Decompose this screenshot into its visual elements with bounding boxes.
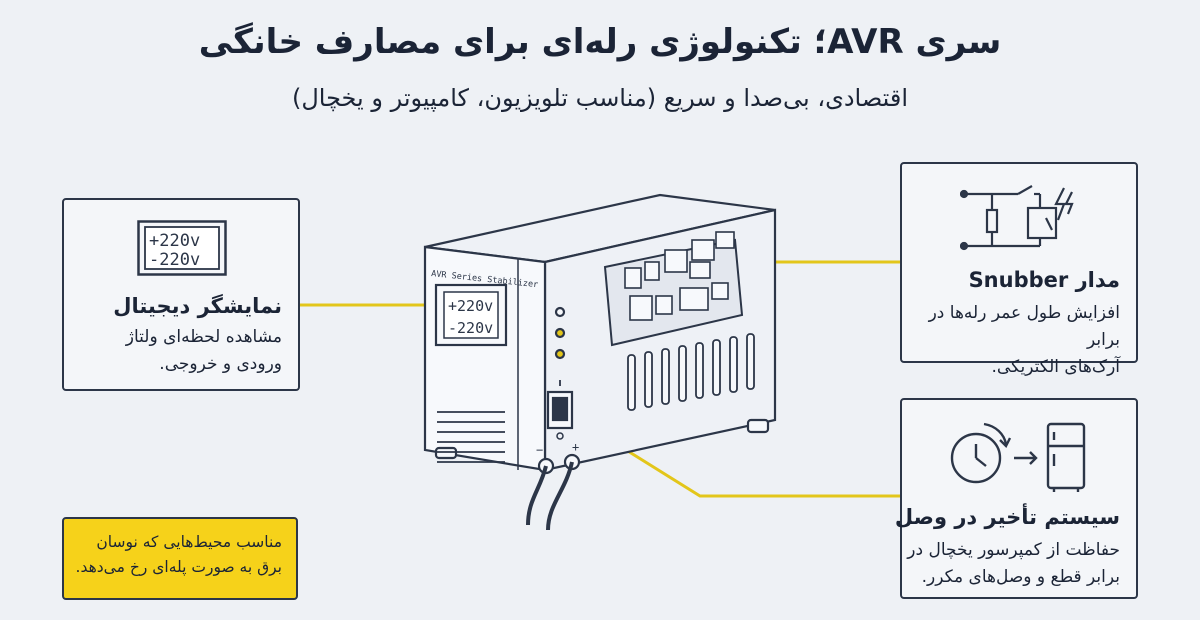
led-2 <box>554 327 566 339</box>
callout-display-body: مشاهده لحظه‌ای ولتاژ ورودی و خروجی. <box>126 324 282 378</box>
note-line-1: مناسب محیط‌هایی که نوسان <box>96 533 282 551</box>
power-cable <box>526 461 574 531</box>
callout-snubber-line-2: آرک‌های الکتریکی. <box>991 357 1121 377</box>
callout-snubber: مدار Snubber افزایش طول عمر رله‌ها در بر… <box>900 162 1138 377</box>
side-vents <box>627 333 755 411</box>
callout-delay-system: سیستم تأخیر در وصل حفاظت از کمپرسور یخچا… <box>895 398 1138 599</box>
icon-display-top: +220v <box>149 231 200 251</box>
relay-components <box>624 231 735 321</box>
note-line-2: برق به صورت پله‌ای رخ می‌دهد. <box>75 558 282 576</box>
callout-display-title: نمایشگر دیجیتال <box>113 294 282 318</box>
callout-snubber-line-1: افزایش طول عمر رله‌ها در برابر <box>928 303 1120 350</box>
stabilizer-device <box>423 193 777 531</box>
device-display-top: +220v <box>448 297 493 315</box>
device-display-bottom: -220v <box>448 319 493 337</box>
callout-display-line-2: ورودی و خروجی. <box>159 354 282 374</box>
callout-digital-display: +220v -220v نمایشگر دیجیتال مشاهده لحظه‌… <box>62 198 300 391</box>
callout-delay-line-2: برابر قطع و وصل‌های مکرر. <box>921 567 1120 587</box>
callout-delay-line-1: حفاظت از کمپرسور یخچال در <box>907 540 1120 560</box>
led-1 <box>554 306 566 318</box>
front-vents <box>437 411 505 463</box>
relay-circuit-icon <box>960 185 1074 251</box>
clock-icon <box>950 432 1002 484</box>
led-3 <box>554 348 566 360</box>
callout-delay-title: سیستم تأخیر در وصل <box>894 505 1120 529</box>
environment-note: مناسب محیط‌هایی که نوسان برق به صورت پله… <box>62 517 298 600</box>
dual-voltage-display-icon: +220v -220v <box>137 220 227 276</box>
callout-snubber-body: افزایش طول عمر رله‌ها در برابر آرک‌های ا… <box>902 300 1120 381</box>
clock-to-refrigerator-icon <box>950 422 1086 492</box>
terminal-plus-label: + <box>572 440 579 454</box>
page-title: سری AVR؛ تکنولوژی رله‌ای برای مصارف خانگ… <box>198 22 1002 62</box>
page-subtitle: اقتصادی، بی‌صدا و سریع (مناسب تلویزیون، … <box>291 84 909 112</box>
icon-display-bottom: -220v <box>149 250 200 270</box>
callout-display-line-1: مشاهده لحظه‌ای ولتاژ <box>125 327 282 347</box>
terminal-minus-label: − <box>536 443 543 457</box>
callout-snubber-title: مدار Snubber <box>968 268 1120 292</box>
refrigerator-icon <box>1046 422 1086 490</box>
callout-delay-body: حفاظت از کمپرسور یخچال در برابر قطع و وص… <box>907 537 1120 591</box>
